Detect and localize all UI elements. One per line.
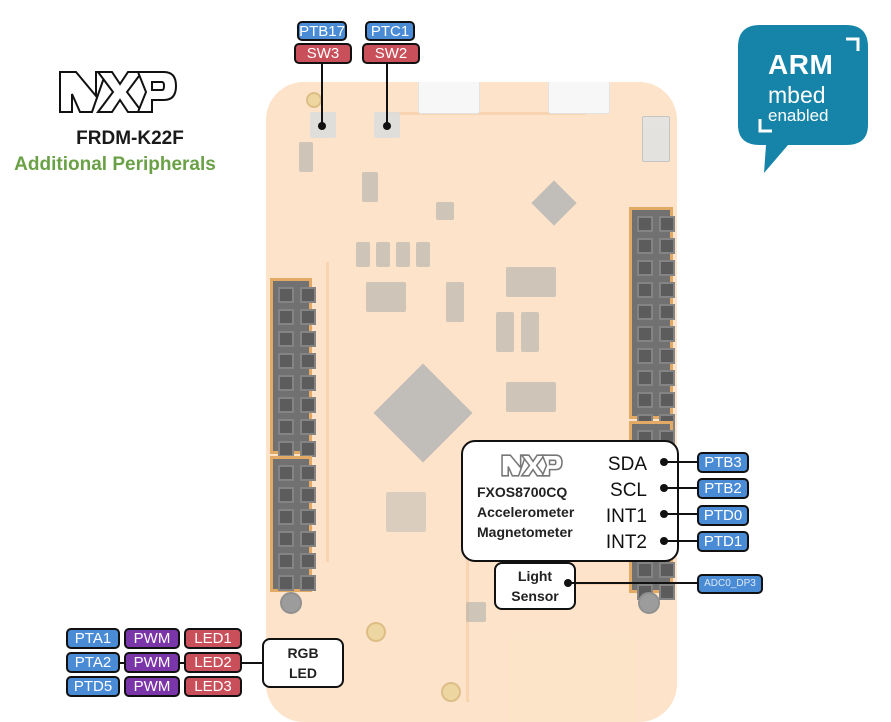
light-sensor-label-2: Sensor — [511, 588, 559, 604]
led2-mode-label: PWM — [124, 652, 180, 673]
switch-name-label-sw3: SW3 — [294, 43, 352, 64]
header-j25-top — [270, 278, 316, 457]
signal-int2: INT2 — [605, 532, 647, 553]
rgb-led-box: RGB LED — [262, 638, 344, 688]
light-sensor-label-1: Light — [517, 568, 553, 584]
header-j25-bottom — [270, 456, 316, 592]
signal-sda: SDA — [607, 454, 647, 475]
led1-pin-label: PTA1 — [66, 628, 120, 649]
pin-label-ptd1: PTD1 — [697, 531, 749, 552]
accelerometer-function-1: Accelerometer — [477, 504, 575, 520]
speech-bubble-icon — [738, 25, 868, 173]
header-right-top — [629, 207, 675, 430]
pin-label-ptd0: PTD0 — [697, 505, 749, 526]
signal-scl: SCL — [610, 480, 647, 501]
nxp-logo-icon — [59, 71, 178, 113]
led2-name-label: LED2 — [184, 652, 242, 673]
page-subtitle: Additional Peripherals — [14, 154, 216, 175]
usb-connector-sdk — [418, 82, 480, 114]
led1-name-label: LED1 — [184, 628, 242, 649]
switch-name-label-sw2: SW2 — [362, 43, 420, 64]
pin-label-ptb3: PTB3 — [697, 452, 749, 473]
accelerometer-part-number: FXOS8700CQ — [477, 484, 568, 500]
signal-int1: INT1 — [605, 506, 647, 527]
badge-line-1: ARM — [768, 49, 834, 80]
arm-mbed-badge: ARM mbed enabled — [738, 25, 868, 175]
badge-line-2: mbed — [768, 82, 826, 108]
reset-button — [642, 116, 670, 162]
led3-pin-label: PTD5 — [66, 676, 120, 697]
pin-label-adc0-dp3: ADC0_DP3 — [697, 574, 763, 594]
light-sensor-box: Light Sensor — [494, 562, 576, 610]
led2-pin-label: PTA2 — [66, 652, 120, 673]
nxp-small-logo-icon — [501, 454, 563, 477]
pin-label-ptb2: PTB2 — [697, 478, 749, 499]
mcu-chip-small — [531, 180, 577, 226]
led3-mode-label: PWM — [124, 676, 180, 697]
badge-line-3: enabled — [768, 106, 829, 125]
accelerometer-function-2: Magnetometer — [477, 524, 573, 540]
switch-pin-label-sw2: PTC1 — [365, 21, 415, 41]
led1-mode-label: PWM — [124, 628, 180, 649]
mcu-chip-main — [373, 363, 473, 463]
rgb-led-label-2: LED — [289, 665, 317, 681]
usb-connector-k22 — [548, 82, 610, 114]
accelerometer-box: FXOS8700CQ Accelerometer Magnetometer SD… — [461, 440, 679, 562]
pcb-board — [266, 82, 677, 722]
board-title: FRDM-K22F — [76, 128, 184, 149]
rgb-led-label-1: RGB — [287, 645, 319, 661]
led3-name-label: LED3 — [184, 676, 242, 697]
switch-pin-label-sw3: PTB17 — [297, 21, 347, 41]
